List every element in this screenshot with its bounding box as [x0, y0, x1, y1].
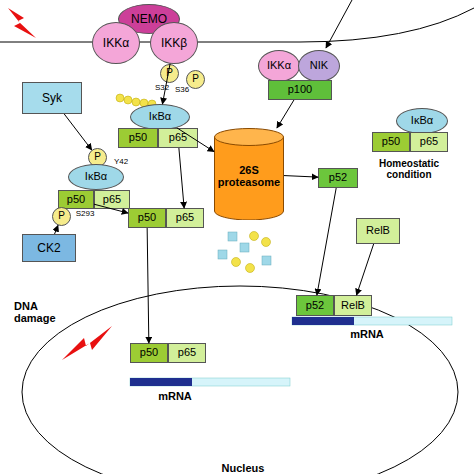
nfkb-subunit: p65	[94, 190, 130, 209]
node-text: p65	[178, 347, 196, 359]
dna-promoter	[292, 317, 452, 325]
nfkb-subunit: p65	[158, 128, 198, 148]
precursor-protein: p100	[268, 80, 332, 100]
residue-label: Y42	[108, 158, 134, 167]
inhibitor-protein: IκBα	[130, 104, 190, 130]
arrow-connector	[317, 188, 336, 295]
node-text: p52	[306, 300, 324, 312]
nfkb-subunit: p52	[296, 295, 334, 316]
nfkb-subunit: p65	[410, 132, 448, 152]
node-text: IκBα	[85, 171, 107, 183]
dna-promoter	[130, 378, 290, 386]
node-text: p50	[138, 212, 156, 224]
nucleus-envelope	[22, 286, 458, 474]
nfkb-subunit: p65	[168, 343, 206, 363]
receptor-signal-line	[326, 0, 352, 48]
node-text: p65	[103, 194, 121, 206]
node-text: P	[58, 211, 65, 222]
proteasome-cylinder: 26S proteasome	[214, 128, 284, 220]
arrow-connector	[94, 204, 128, 213]
node-text: P	[192, 74, 199, 85]
arrow-connector	[177, 128, 214, 152]
node-text: p65	[169, 132, 187, 144]
degradation-fragments	[218, 232, 271, 273]
node-text: RelB	[366, 225, 390, 237]
node-text: p52	[329, 172, 347, 184]
nfkb-subunit: RelB	[356, 218, 400, 244]
nfkb-subunit: p65	[166, 208, 204, 228]
arrow-connector	[64, 114, 91, 150]
node-text: p50	[382, 136, 400, 148]
node-text: CK2	[37, 242, 60, 255]
nfkb-subunit: p50	[118, 128, 158, 148]
node-text: IKKβ	[161, 37, 187, 50]
node-text: Syk	[42, 92, 62, 105]
nfkb-subunit: p50	[372, 132, 410, 152]
condition-label: Homeostatic condition	[364, 158, 454, 180]
nfkb-subunit: p50	[130, 343, 168, 363]
kinase-box: CK2	[22, 234, 76, 262]
inhibitor-protein: IκBα	[68, 164, 124, 190]
phosphate-circle: P	[52, 207, 71, 226]
arrow-connector	[179, 148, 184, 208]
node-text: p65	[420, 136, 438, 148]
kinase-box: Syk	[22, 82, 82, 114]
arrow-connector	[55, 225, 58, 234]
kinase-subunit: IKKα	[258, 50, 300, 82]
node-text: p50	[140, 347, 158, 359]
arrow-connector	[147, 228, 149, 343]
phosphate-circle: P	[160, 64, 179, 83]
node-text: P	[166, 68, 173, 79]
kinase-subunit: NIK	[298, 50, 340, 82]
lightning-bolt	[62, 326, 112, 360]
residue-label: S293	[70, 210, 100, 219]
node-text: p65	[176, 212, 194, 224]
arrow-connector	[284, 176, 318, 178]
residue-label: S32	[150, 84, 174, 93]
dna-promoter	[292, 317, 354, 325]
nfkb-subunit: p52	[318, 168, 358, 188]
node-text: IKKα	[267, 60, 291, 72]
stimulus-label: DNA damage	[14, 300, 70, 324]
lightning-bolt	[8, 8, 36, 38]
node-text: NIK	[310, 60, 328, 72]
transcript-label: mRNA	[150, 390, 200, 402]
node-text: p50	[67, 194, 85, 206]
node-text: P	[94, 152, 101, 163]
node-text: 26S proteasome	[214, 165, 284, 188]
node-text: p50	[129, 132, 147, 144]
transcript-label: mRNA	[342, 328, 392, 340]
nfkb-subunit: p50	[58, 190, 94, 209]
cell-membrane	[0, 8, 474, 42]
nfkb-subunit: p50	[128, 208, 166, 228]
compartment-label: Nucleus	[208, 462, 278, 474]
arrow-connector	[277, 100, 294, 128]
node-text: IKKα	[103, 37, 129, 50]
node-text: p100	[288, 84, 312, 96]
node-text: RelB	[341, 300, 365, 312]
kinase-subunit: IKKβ	[150, 22, 198, 64]
inhibitor-protein: IκBα	[396, 108, 448, 134]
residue-label: S36	[170, 86, 194, 95]
node-text: IκBα	[411, 115, 433, 127]
kinase-subunit: IKKα	[92, 22, 140, 64]
nfkb-subunit: RelB	[334, 295, 372, 316]
node-text: IκBα	[149, 111, 171, 123]
node-text: NEMO	[131, 13, 167, 26]
arrow-connector	[357, 244, 374, 295]
dna-promoter	[130, 378, 192, 386]
